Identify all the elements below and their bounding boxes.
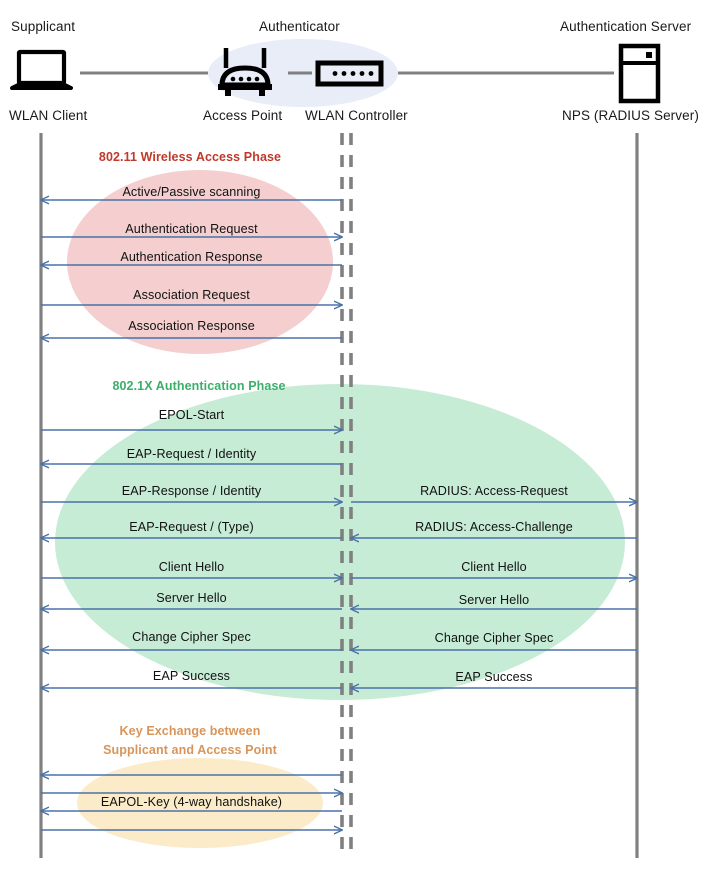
role-device-access-point: Access Point [203, 108, 283, 123]
wlan-controller-icon [315, 60, 384, 87]
message-label: Association Response [128, 319, 255, 333]
message-label: Server Hello [156, 591, 227, 605]
message-label: EPOL-Start [158, 408, 225, 422]
wireless-access-phase-ellipse [67, 170, 333, 354]
message-label: EAP-Request / (Type) [129, 520, 254, 534]
role-device-nps-radius-server: NPS (RADIUS Server) [562, 108, 699, 123]
message-label: EAP-Request / Identity [126, 447, 257, 461]
message-label: Change Cipher Spec [434, 631, 554, 645]
message-label: Active/Passive scanning [122, 185, 261, 199]
role-title-authentication-server: Authentication Server [560, 19, 692, 34]
message-label: EAP Success [455, 670, 533, 684]
dot1x-authentication-phase-label: 802.1X Authentication Phase [112, 379, 286, 393]
message-label: EAP Success [152, 669, 231, 683]
message-arrows [41, 200, 637, 830]
message-label: Client Hello [461, 560, 527, 574]
phase-ellipses [55, 170, 625, 848]
message-label: Association Request [133, 288, 250, 302]
message-label: Client Hello [158, 560, 225, 574]
message-label: RADIUS: Access-Request [420, 484, 568, 498]
message-label: Change Cipher Spec [132, 630, 251, 644]
role-title-supplicant: Supplicant [11, 19, 76, 34]
role-title-authenticator: Authenticator [259, 19, 340, 34]
message-label: RADIUS: Access-Challenge [415, 520, 573, 534]
dot1x-authentication-phase-ellipse [55, 384, 625, 700]
role-device-wlan-controller: WLAN Controller [305, 108, 408, 123]
wireless-access-phase-label: 802.11 Wireless Access Phase [98, 150, 282, 164]
message-label: EAP-Response / Identity [121, 484, 262, 498]
message-label: Server Hello [458, 593, 530, 607]
role-device-wlan-client: WLAN Client [9, 108, 88, 123]
access-point-icon [218, 48, 272, 96]
message-label: Authentication Request [125, 222, 258, 236]
message-label: EAPOL-Key (4-way handshake) [100, 795, 283, 809]
laptop-icon [10, 49, 73, 90]
server-icon [618, 43, 661, 104]
key-exchange-phase-label: Key Exchange between Supplicant and Acce… [103, 724, 277, 757]
key-exchange-phase-ellipse [77, 758, 323, 848]
message-label: Authentication Response [120, 250, 263, 264]
